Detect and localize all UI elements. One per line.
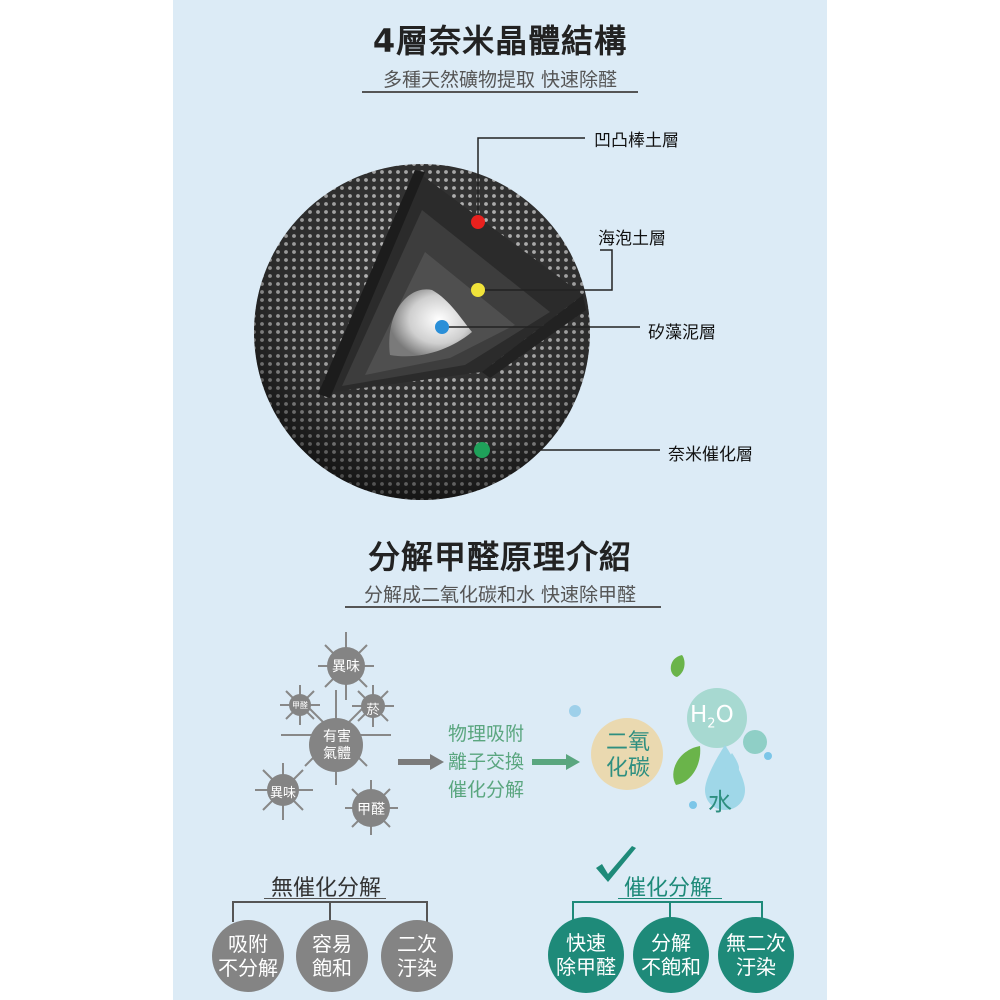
layer-dot-blue [435,320,449,334]
pollutant-harmful-gas: 有害 氣體 [323,729,351,762]
arrow-gray [398,754,444,770]
pollutant-cluster [255,632,398,835]
content-panel [173,0,827,1000]
layer-label-sepiolite: 海泡土層 [598,229,666,249]
leaf-icon-2 [673,746,701,785]
pollutant-formaldehyde: 甲醛 [357,802,385,818]
sphere-core [389,289,472,357]
process-ion-exchange: 離子交換 [448,751,525,773]
drawback-adsorb-only: 吸附 不分解 [212,920,284,992]
section1-title: 4層奈米晶體結構 [372,22,628,60]
drawback-saturation: 容易 飽和 [296,920,368,992]
section1-underline [362,91,638,93]
pollutant-formaldehyde-small: 甲醛 [292,701,308,710]
process-physical-adsorption: 物理吸附 [448,723,525,745]
product-co2: 二氧 化碳 [605,730,650,781]
benefit-no-secondary-pollution: 無二次 汙染 [718,917,794,993]
section1-subtitle: 多種天然礦物提取 快速除醛 [382,69,618,91]
benefit-fast-removal: 快速 除甲醛 [548,917,624,993]
catalysis-underline [618,898,722,899]
h2o-o: O [715,702,734,728]
layer-label-diatomite: 矽藻泥層 [648,323,716,343]
section2-subtitle: 分解成二氧化碳和水 快速除甲醛 [363,584,637,606]
h2o-sub: 2 [707,716,716,732]
layer-dot-green [474,442,490,458]
layer-dot-red [471,215,485,229]
arrow-green [532,754,580,770]
no-catalysis-underline [264,898,386,899]
no-catalysis-bracket [232,901,428,922]
section2-title: 分解甲醛原理介紹 [367,538,632,576]
layer-dot-yellow [471,283,485,297]
product-water: 水 [708,788,732,816]
leaf-icon [670,655,685,677]
pollutant-smoke: 菸 [366,703,380,718]
benefit-no-saturation: 分解 不飽和 [633,917,709,993]
process-catalytic-decomposition: 催化分解 [448,779,525,801]
h2o-h: H [690,702,708,728]
catalysis-heading: 催化分解 [624,876,713,901]
product-h2o: H2O [690,702,734,732]
layer-label-nano-catalyst: 奈米催化層 [668,445,753,465]
layer-label-attapulgite: 凹凸棒土層 [594,131,679,151]
pollutant-odor-2: 異味 [269,786,296,801]
products-graphic [569,655,772,810]
layered-sphere-diagram [254,164,590,500]
section2-underline [345,606,661,608]
no-catalysis-heading: 無催化分解 [271,876,382,901]
check-icon [596,846,636,882]
pollutant-odor-1: 異味 [332,659,360,675]
drawback-secondary-pollution: 二次 汙染 [381,920,453,992]
